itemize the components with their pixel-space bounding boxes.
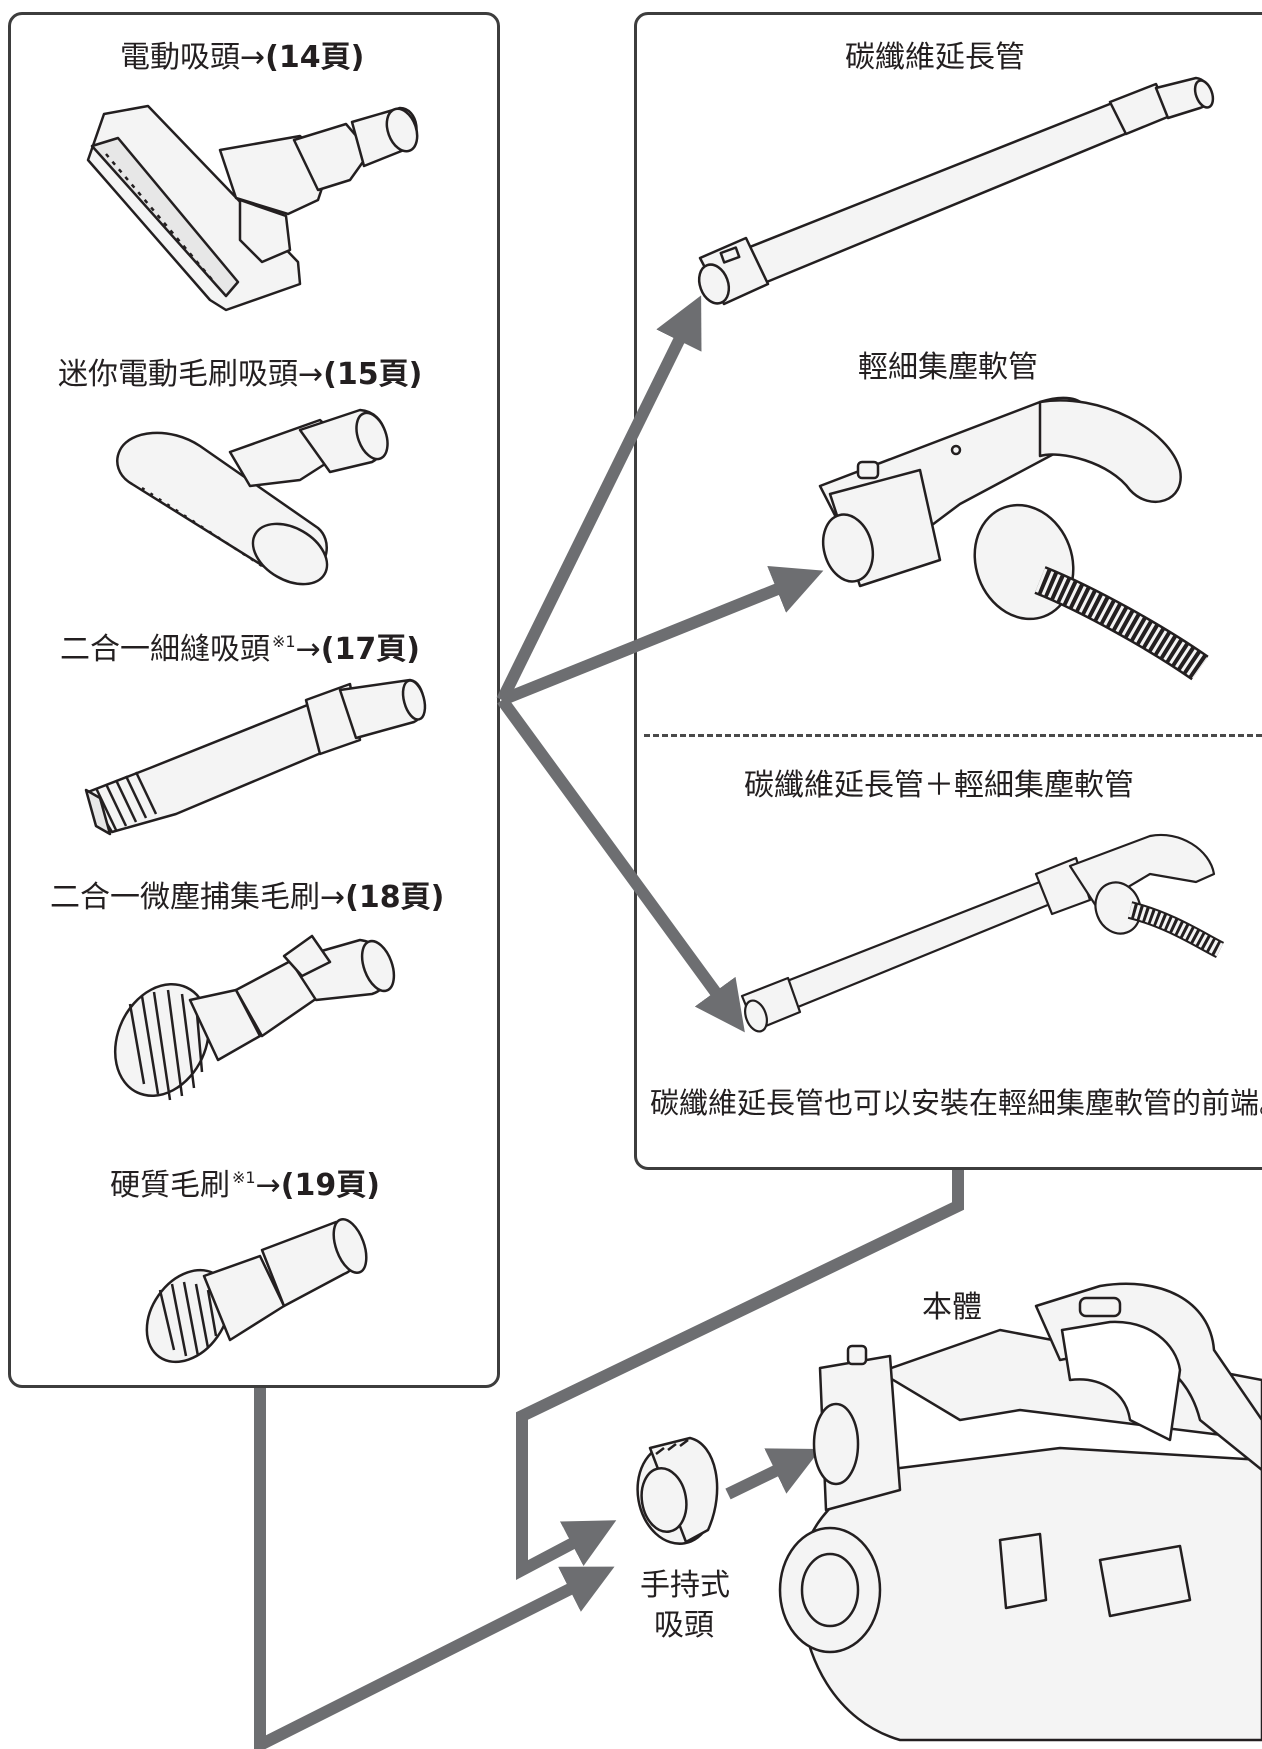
arrow-pipes-to-handheld [516,1170,964,1580]
label-hard-brush: 硬質毛刷※1→(19頁) [110,1168,380,1203]
arrow-handheld-to-body [725,1448,821,1500]
slim-hose-illustration [818,396,1209,681]
label-slim-hose: 輕細集塵軟管 [858,350,1038,385]
arrow-to-carbon-pipe [496,295,702,703]
note-text: 碳纖維延長管也可以安裝在輕細集塵軟管的前端。 [650,1086,1262,1120]
hard-brush-illustration [145,1218,368,1364]
crevice-tool-illustration [84,678,427,836]
combo-illustration [740,833,1225,1033]
label-crevice-tool: 二合一細縫吸頭※1→(17頁) [60,632,420,667]
handheld-nozzle-illustration [636,1436,719,1545]
label-power-head: 電動吸頭→(14頁) [120,40,365,75]
arrow-to-slim-hose [499,566,824,706]
label-handheld-line2: 吸頭 [654,1608,714,1643]
label-carbon-pipe: 碳纖維延長管 [845,40,1025,75]
mini-power-brush-illustration [116,408,389,586]
connector-arrows [254,295,964,1749]
main-body-illustration [778,1282,1262,1742]
pipes-panel [634,12,1262,1170]
arrow-attachments-to-handheld [254,1388,615,1749]
label-combo: 碳纖維延長管＋輕細集塵軟管 [744,768,1134,803]
divider-dashed [644,734,1262,737]
label-handheld-line1: 手持式 [640,1568,730,1603]
carbon-pipe-illustration [697,76,1215,306]
arrow-to-combo [497,696,745,1033]
label-main-body: 本體 [922,1290,982,1325]
power-head-illustration [86,104,419,312]
dust-brush-illustration [113,934,396,1101]
label-dust-brush: 二合一微塵捕集毛刷→(18頁) [50,880,445,915]
label-mini-power-brush: 迷你電動毛刷吸頭→(15頁) [58,357,423,392]
attachments-panel [8,12,500,1388]
